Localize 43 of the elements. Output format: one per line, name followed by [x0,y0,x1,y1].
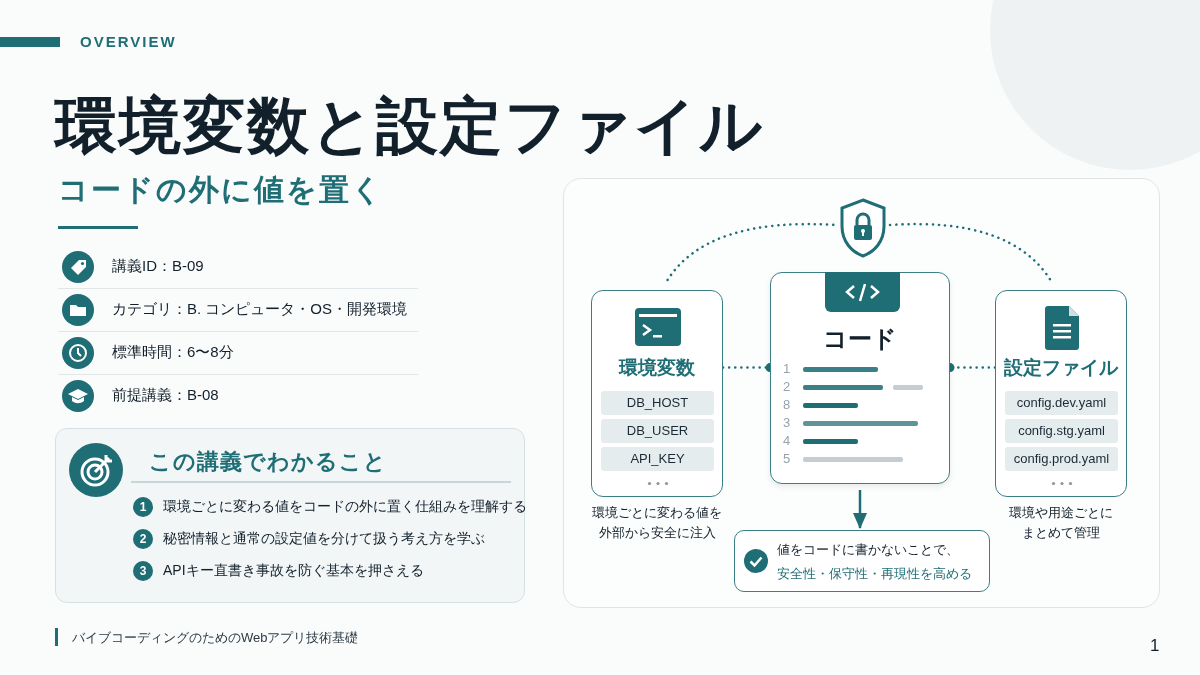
footer-text: バイブコーディングのためのWebアプリ技術基礎 [72,629,359,647]
info-text: 前提講義：B-08 [112,386,219,405]
line-number: 3 [783,415,791,430]
list-item: 環境ごとに変わる値をコードの外に置く仕組みを理解する [163,498,527,516]
variable-chip: API_KEY [601,447,714,471]
variable-chip: DB_USER [601,419,714,443]
variable-chip: config.dev.yaml [1005,391,1118,415]
connector-line [888,222,1052,282]
variable-chip: config.stg.yaml [1005,419,1118,443]
variable-chip: DB_HOST [601,391,714,415]
variable-chip: config.prod.yaml [1005,447,1118,471]
subtitle: コードの外に値を置く [58,172,384,208]
number-badge: 3 [133,561,153,581]
card-heading: コード [821,324,898,354]
line-number: 8 [783,397,791,412]
title: 環境変数と設定ファイル [55,90,764,162]
info-text: カテゴリ：B. コンピュータ・OS・開発環境 [112,300,407,319]
node-caption: 環境ごとに変わる値を外部から安全に注入 [592,505,722,542]
file-card [995,290,1127,497]
variable-card [591,290,723,497]
node-caption: 環境や用途ごとにまとめて管理 [1008,505,1114,542]
number-badge: 2 [133,529,153,549]
info-text: 講義ID：B-09 [112,257,204,276]
line-number: 5 [783,451,791,466]
info-text: 標準時間：6〜8分 [112,343,234,362]
result-highlight: 安全性・保守性・再現性を高める [777,565,972,583]
line-number: 2 [783,379,791,394]
arrow [853,490,867,529]
card-heading: この講義でわかること [149,448,387,476]
card-heading: 環境変数 [617,356,696,380]
page-number: 1 [1150,636,1160,656]
learning-card [55,428,525,603]
result-box [734,530,990,592]
card-heading: 設定ファイル [1002,356,1119,380]
code-card [770,272,950,484]
number-badge: 1 [133,497,153,517]
line-number: 4 [783,433,791,448]
result-text: 値をコードに書かないことで、 [777,541,959,559]
list-item: 秘密情報と通常の設定値を分けて扱う考え方を学ぶ [163,530,485,548]
shield-lock-icon [838,198,888,258]
section-label: OVERVIEW [80,33,177,50]
list-item: APIキー直書き事故を防ぐ基本を押さえる [163,562,424,580]
line-number: 1 [783,361,791,376]
